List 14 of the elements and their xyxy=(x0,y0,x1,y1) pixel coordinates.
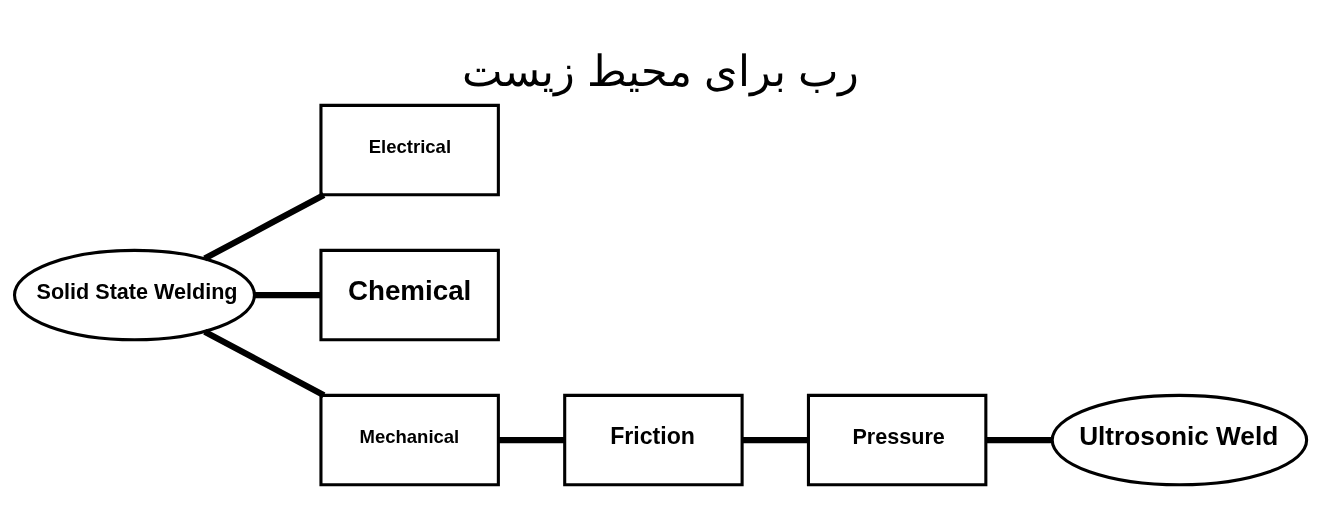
node-ellipse: Solid State Welding xyxy=(12,248,256,342)
node-box: Chemical xyxy=(319,248,500,342)
connector xyxy=(498,437,565,444)
connector xyxy=(742,437,809,444)
node-box: Pressure xyxy=(806,393,988,487)
diagram-title: رب برای محیط زیست xyxy=(462,46,859,95)
node-box: Friction xyxy=(563,393,744,487)
connector xyxy=(203,328,326,398)
node-box: Electrical xyxy=(319,103,500,197)
node-ellipse: Ultrosonic Weld xyxy=(1050,393,1309,487)
connector xyxy=(986,437,1052,444)
node-box: Mechanical xyxy=(319,393,500,487)
connector xyxy=(203,192,326,262)
connector xyxy=(254,292,321,299)
